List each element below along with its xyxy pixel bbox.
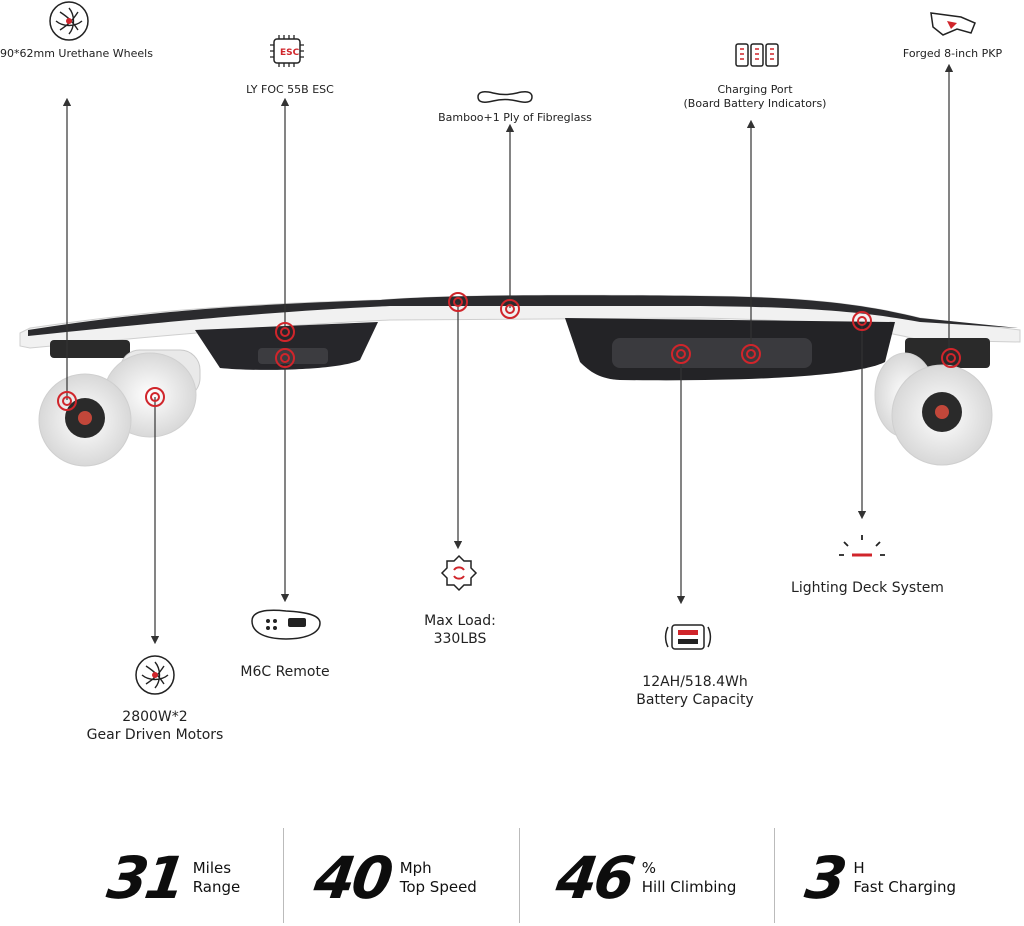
hotspot-charging (741, 344, 761, 364)
deck-label: Bamboo+1 Ply of Fibreglass (438, 111, 592, 124)
hotspot-load (448, 292, 468, 312)
deck-icon (477, 91, 533, 103)
stat-charging-value: 3 (801, 843, 849, 912)
stat-divider (519, 828, 520, 923)
motor-icon (135, 655, 175, 695)
stat-speed-value: 40 (310, 843, 395, 912)
hotspot-remote (275, 348, 295, 368)
motors-value: 2800W*2 (122, 709, 188, 725)
truck-label: Forged 8-inch PKP (902, 47, 1003, 60)
stat-divider (283, 828, 284, 923)
truck-icon (930, 12, 976, 36)
callout-lines (62, 63, 954, 645)
battery-indicator-icon (735, 43, 779, 67)
stat-range-unit: Miles (192, 858, 232, 877)
hotspot-markers (57, 292, 961, 411)
wheel-icon (49, 1, 89, 41)
stat-divider (774, 828, 775, 923)
hotspot-battery (671, 344, 691, 364)
stat-hill: 46 %Hill Climbing (552, 830, 737, 925)
skateboard-illustration (19, 1, 1021, 695)
stat-hill-unit: % (641, 858, 656, 877)
esc-label: LY FOC 55B ESC (246, 83, 334, 96)
stat-range-value: 31 (103, 843, 188, 912)
battery-capacity-value: 12AH/518.4Wh (642, 674, 748, 690)
front-wheel (38, 373, 132, 467)
remote-icon (251, 609, 321, 640)
esc-chip-text: ESC (280, 48, 300, 58)
stat-charging-unit: H (853, 858, 865, 877)
deck (19, 294, 1021, 349)
rear-truck (905, 338, 990, 368)
battery-capacity-label: Battery Capacity (636, 692, 754, 708)
motors-label: Gear Driven Motors (86, 727, 224, 743)
stat-speed-label: Top Speed (399, 877, 477, 896)
lighting-icon (839, 535, 885, 557)
rear-wheel (891, 364, 993, 466)
battery-panel (612, 338, 812, 368)
battery-capacity-icon (664, 624, 712, 650)
hotspot-deck (500, 299, 520, 319)
charging-port-sublabel: (Board Battery Indicators) (683, 97, 827, 110)
lighting-label: Lighting Deck System (791, 580, 944, 596)
esc-enclosure (195, 322, 378, 370)
stat-charging-label: Fast Charging (853, 877, 957, 896)
max-load-value: 330LBS (433, 631, 487, 647)
esc-chip-icon (270, 35, 304, 67)
hotspot-truck (941, 348, 961, 368)
stat-hill-label: Hill Climbing (641, 877, 737, 896)
max-load-label: Max Load: (424, 613, 496, 629)
wheels-label: 90*62mm Urethane Wheels (0, 47, 153, 60)
stat-speed-unit: Mph (399, 858, 432, 877)
stat-hill-value: 46 (552, 843, 637, 912)
max-load-icon (440, 554, 478, 592)
hotspot-esc (275, 322, 295, 342)
remote-label: M6C Remote (240, 664, 330, 680)
hotspot-lighting (852, 311, 872, 331)
hotspot-wheel (57, 391, 77, 411)
hotspot-motor (145, 387, 165, 407)
charging-port-label: Charging Port (717, 83, 793, 96)
stat-range-label: Range (192, 877, 241, 896)
